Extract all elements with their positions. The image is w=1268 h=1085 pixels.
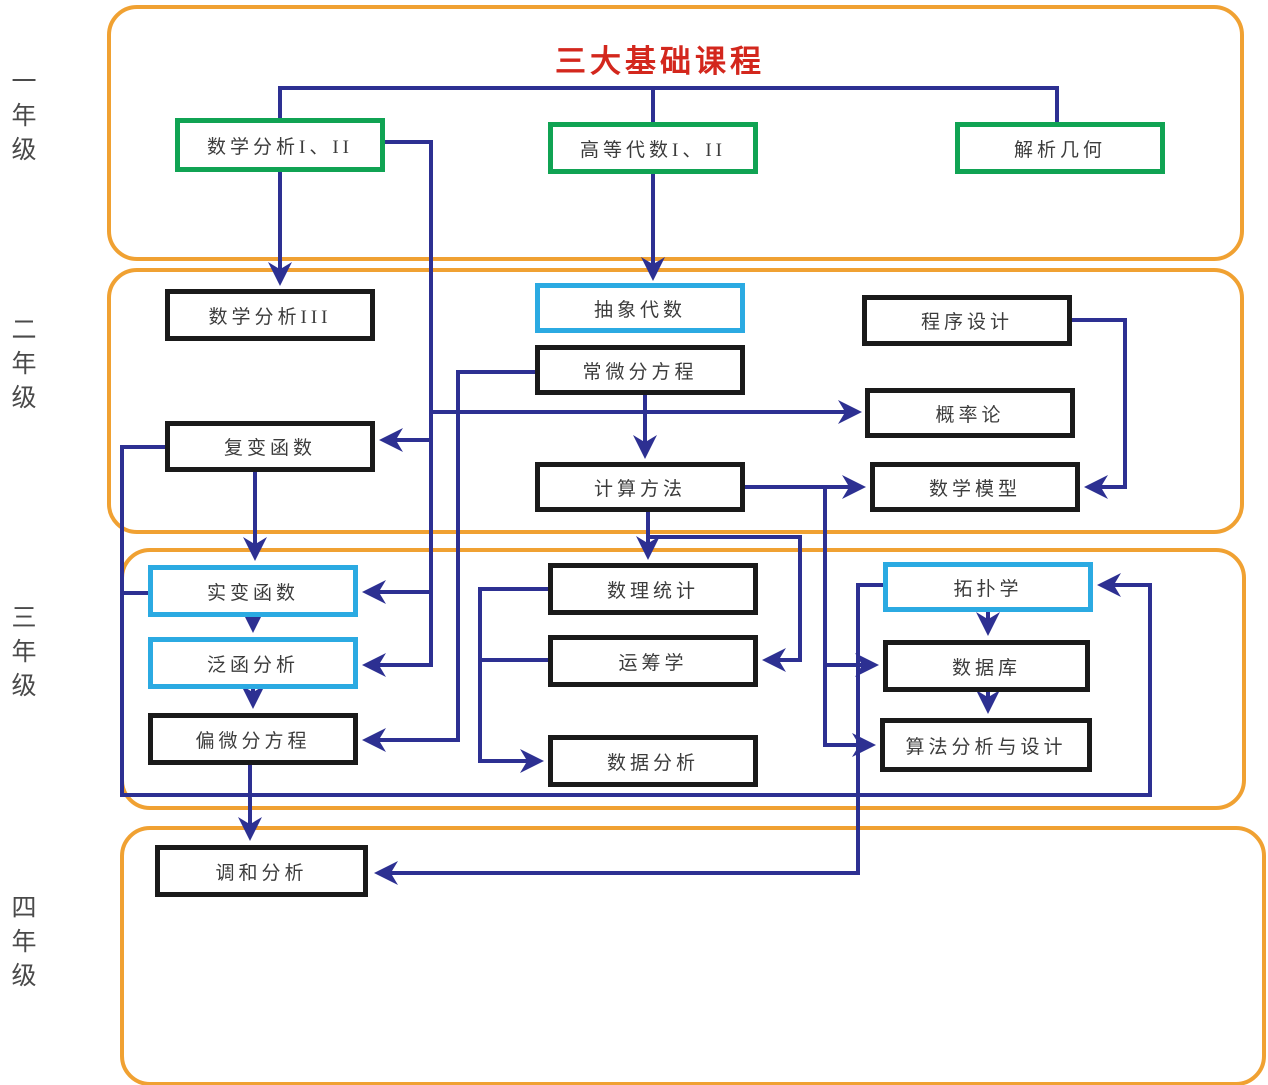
diagram-title: 三大基础课程 <box>555 44 765 79</box>
course-box-operations-research: 运筹学 <box>548 635 758 687</box>
wire-topology-to-harmonic <box>374 583 883 885</box>
year-label-3: 三年级 <box>8 604 35 706</box>
course-box-data-analysis: 数据分析 <box>548 735 758 787</box>
wire-ode-to-pde <box>362 370 535 752</box>
course-box-topology: 拓扑学 <box>883 562 1093 612</box>
course-box-pde: 偏微分方程 <box>148 713 358 765</box>
course-box-real-function: 实变函数 <box>148 565 358 617</box>
wire-year1-bus <box>278 86 1059 122</box>
course-box-complex-function: 复变函数 <box>165 421 375 472</box>
course-box-math-analysis-1-2: 数学分析I、II <box>175 118 385 172</box>
course-box-probability: 概率论 <box>865 388 1075 438</box>
course-box-math-model: 数学模型 <box>870 462 1080 512</box>
course-box-advanced-algebra-1-2: 高等代数I、II <box>548 122 758 174</box>
course-box-math-analysis-3: 数学分析III <box>165 289 375 341</box>
wire-ma12-trunk-functional <box>362 140 433 677</box>
wire-stats-or-to-dataanalysis <box>478 587 548 773</box>
course-box-math-statistics: 数理统计 <box>548 563 758 615</box>
year-label-4: 四年级 <box>8 894 35 996</box>
wire-comp-to-algorithm <box>823 487 876 757</box>
year-1-panel <box>107 5 1244 261</box>
course-box-analytic-geometry: 解析几何 <box>955 122 1165 174</box>
course-box-abstract-algebra: 抽象代数 <box>535 283 745 333</box>
course-box-harmonic-analysis: 调和分析 <box>155 845 368 897</box>
year-label-2: 二年级 <box>8 316 35 418</box>
course-box-functional-analysis: 泛函分析 <box>148 637 358 689</box>
course-box-ode: 常微分方程 <box>535 345 745 395</box>
wire-left-loop-to-topology <box>120 445 1152 797</box>
course-box-computational-method: 计算方法 <box>535 462 745 512</box>
year-label-1: 一年级 <box>8 68 35 170</box>
course-box-algorithm-design: 算法分析与设计 <box>880 718 1092 772</box>
course-box-database: 数据库 <box>883 640 1090 692</box>
wire-comp-to-or <box>648 535 802 672</box>
year-2-panel <box>107 268 1244 534</box>
course-box-programming: 程序设计 <box>862 295 1072 346</box>
year-4-panel <box>120 826 1266 1085</box>
wire-prog-to-model <box>1072 318 1127 499</box>
